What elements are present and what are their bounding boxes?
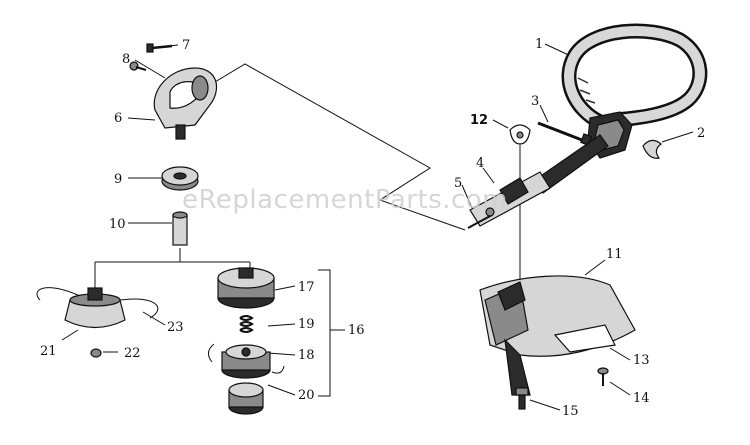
grass-guard — [479, 275, 636, 396]
label-21: 21 — [40, 344, 57, 359]
spring-part — [239, 315, 254, 333]
shaft-tube — [467, 134, 609, 229]
label-19: 19 — [298, 317, 315, 332]
gear-head — [153, 67, 217, 140]
trimmer-head — [36, 287, 159, 329]
label-5: 5 — [454, 176, 462, 191]
label-9: 9 — [114, 172, 122, 187]
label-4: 4 — [476, 156, 484, 171]
bump-knob — [228, 382, 264, 415]
watermark-text: eReplacementParts.com — [182, 185, 508, 215]
label-15: 15 — [562, 404, 579, 419]
label-1: 1 — [535, 37, 543, 52]
spool-housing — [217, 267, 275, 309]
label-20: 20 — [298, 388, 315, 403]
spool-part — [208, 343, 285, 379]
screw-8 — [129, 61, 147, 71]
clamp-part — [509, 124, 531, 145]
label-10: 10 — [109, 217, 126, 232]
label-14: 14 — [633, 391, 650, 406]
coupler-part — [172, 211, 188, 246]
handle-bolt — [537, 121, 593, 146]
screw-7 — [146, 43, 173, 53]
label-16: 16 — [348, 323, 365, 338]
label-3: 3 — [531, 94, 539, 109]
label-7: 7 — [182, 38, 190, 53]
label-23: 23 — [167, 320, 184, 335]
label-18: 18 — [298, 348, 315, 363]
nut-22 — [90, 348, 102, 358]
label-22: 22 — [124, 346, 141, 361]
part-labels: 1 2 3 4 5 6 7 8 9 10 11 12 13 14 15 16 1… — [40, 37, 705, 419]
label-12: 12 — [470, 113, 488, 128]
label-11: 11 — [606, 247, 623, 262]
screw-14 — [597, 367, 609, 386]
bolt-15 — [515, 387, 529, 410]
label-17: 17 — [298, 280, 315, 295]
label-8: 8 — [122, 52, 130, 67]
label-2: 2 — [697, 126, 705, 141]
label-13: 13 — [633, 353, 650, 368]
label-6: 6 — [114, 111, 122, 126]
bearing-part — [161, 166, 199, 191]
clip-part — [642, 139, 662, 159]
